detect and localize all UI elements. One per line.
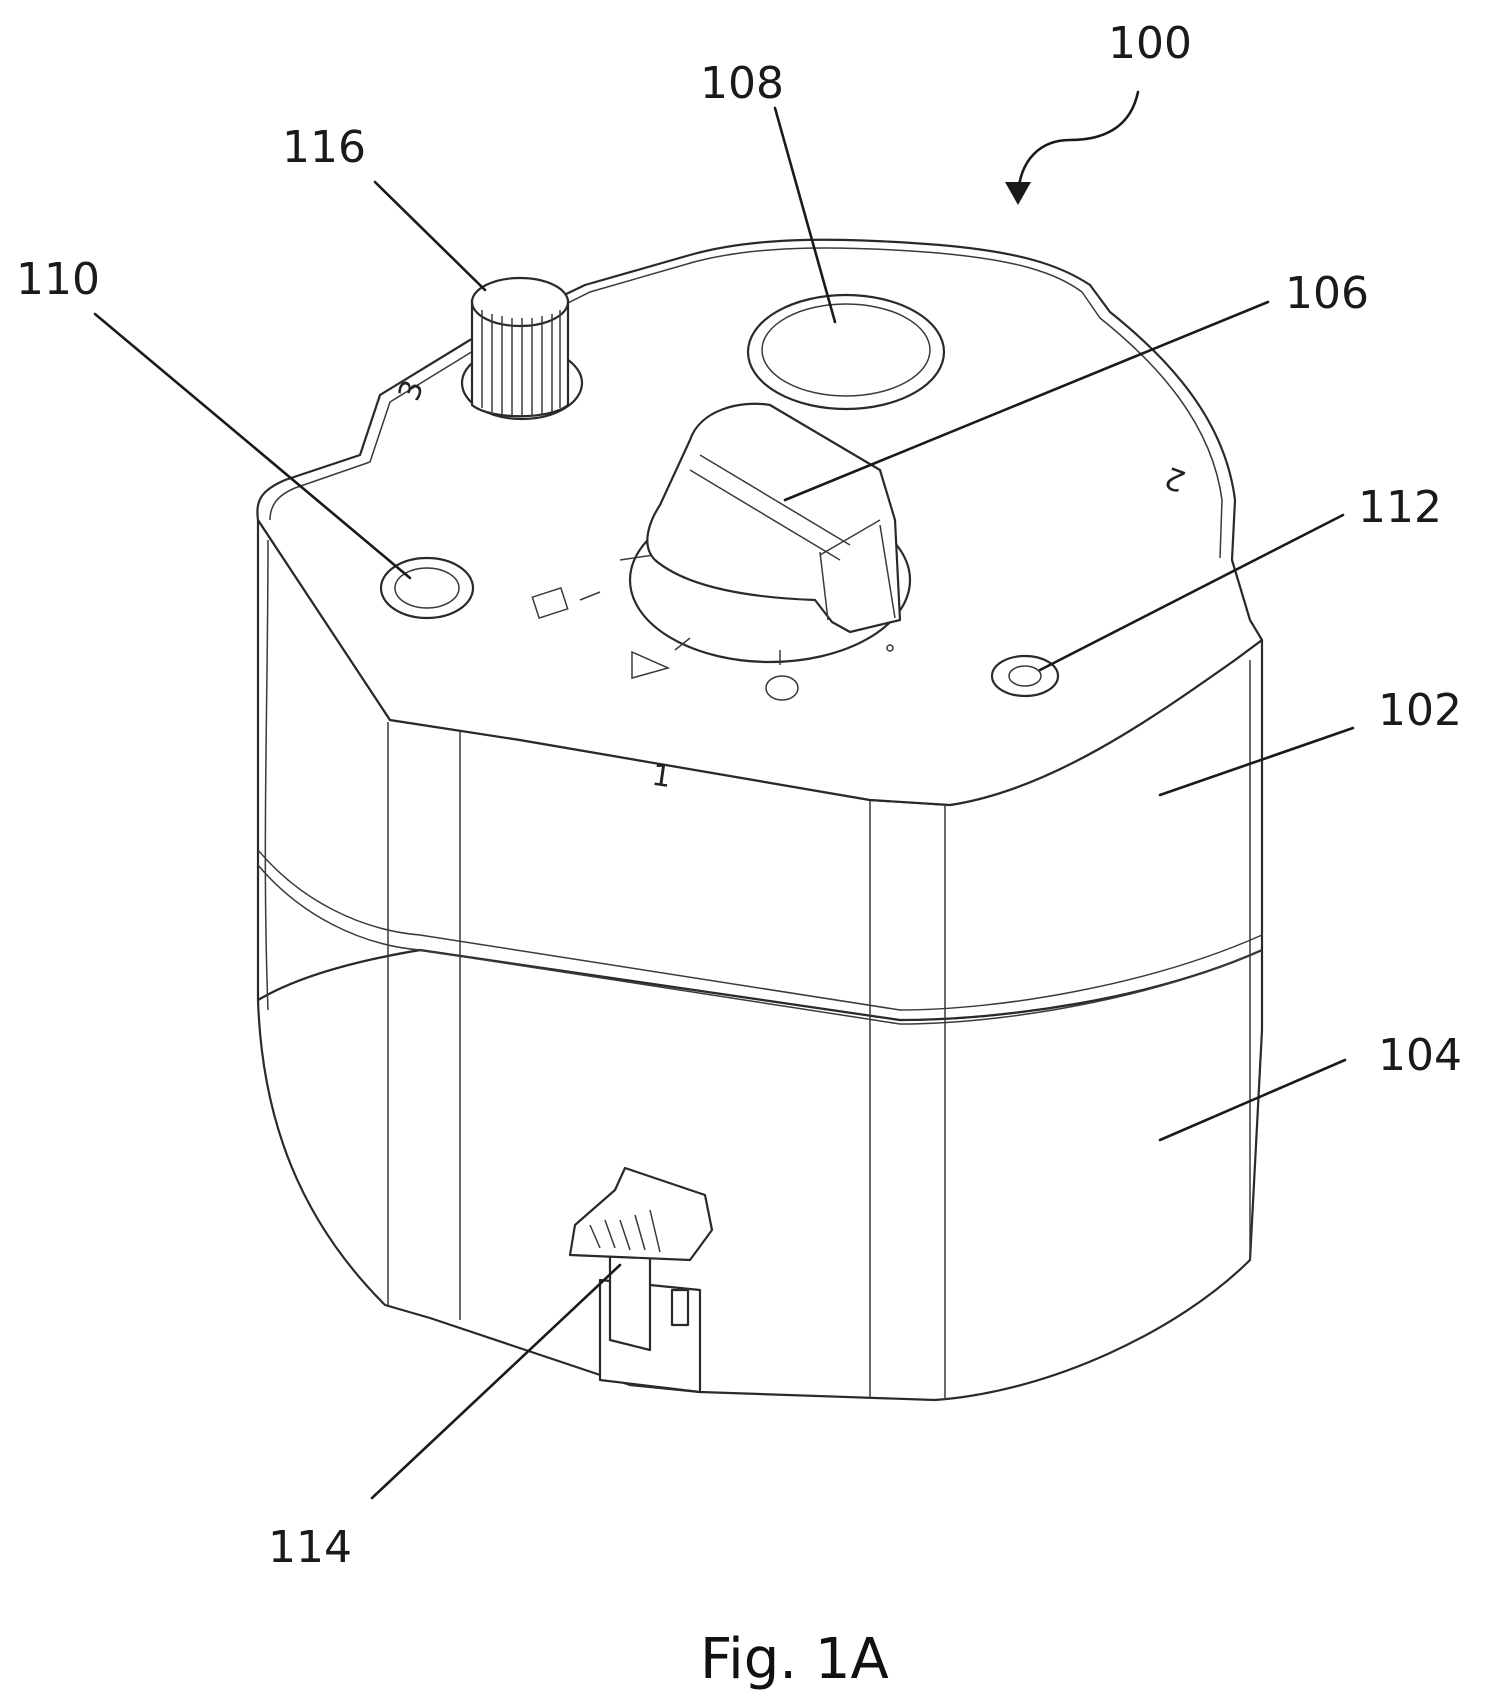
device-100: 1 2 3 <box>257 240 1262 1400</box>
ref-label-110: 110 <box>16 254 100 305</box>
ref-label-100: 100 <box>1108 18 1192 69</box>
leader-116 <box>375 182 485 290</box>
ref-label-112: 112 <box>1358 482 1442 533</box>
ref-label-102: 102 <box>1378 685 1462 736</box>
connector-114-housing <box>610 1248 650 1350</box>
leader-100 <box>1018 92 1138 195</box>
leader-100-arrowhead <box>1005 182 1031 205</box>
connector-114-peg <box>672 1290 688 1325</box>
lower-body-104 <box>258 950 1262 1400</box>
button-108-outer <box>748 295 944 409</box>
ref-label-108: 108 <box>700 58 784 109</box>
figure-caption: Fig. 1A <box>700 1627 889 1692</box>
ref-label-104: 104 <box>1378 1030 1462 1081</box>
knob-116-top <box>472 278 568 326</box>
ref-label-116: 116 <box>282 122 366 173</box>
ref-label-106: 106 <box>1285 268 1369 319</box>
ref-label-114: 114 <box>268 1522 352 1573</box>
port-112-outer <box>992 656 1058 696</box>
